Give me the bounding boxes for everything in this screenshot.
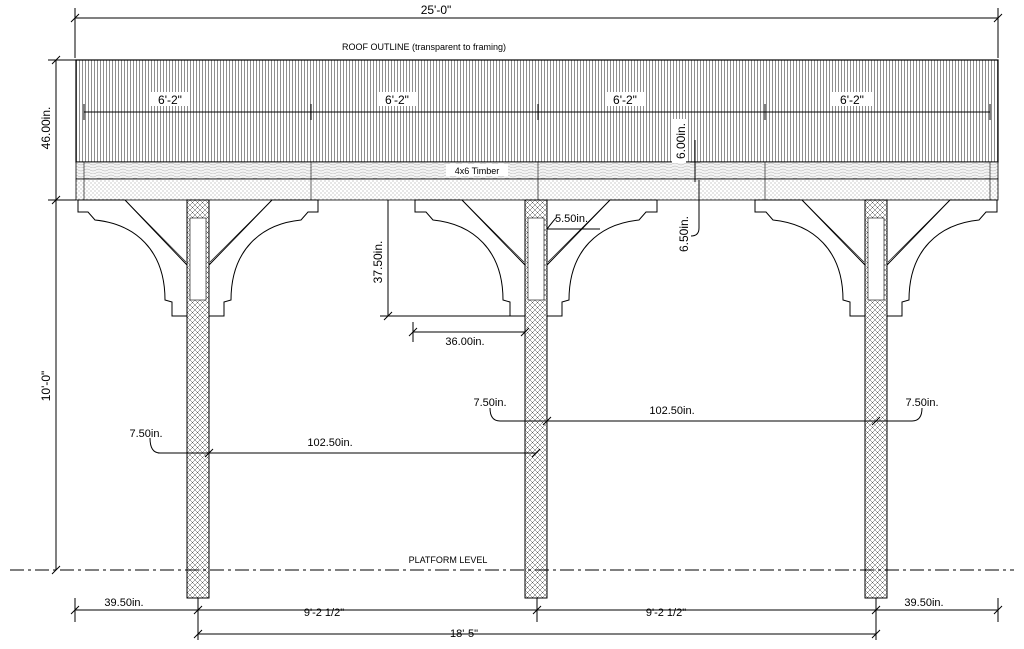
brace-height-label: 37.50in. — [371, 241, 385, 284]
bottom-dimensions: 39.50in. 9'-2 1/2" 9'-2 1/2" 39.50in. 18… — [70, 597, 1003, 640]
right-offset-label: 7.50in. — [905, 397, 938, 409]
rafter-spacing-2: 6'-2" — [385, 93, 409, 107]
mid-offset-label: 7.50in. — [473, 397, 506, 409]
platform-level-label: PLATFORM LEVEL — [409, 555, 488, 565]
rafter-spacing-4: 6'-2" — [840, 93, 864, 107]
platform-level-line: PLATFORM LEVEL — [10, 555, 1014, 571]
roof-outline — [75, 59, 999, 201]
post-center — [524, 199, 548, 599]
post-width-label: 5.50in. — [555, 213, 588, 225]
rafter-divisions — [83, 104, 991, 200]
right-span-label: 102.50in. — [649, 405, 694, 417]
rafter-spacing-3: 6'-2" — [613, 93, 637, 107]
post-left — [186, 199, 210, 599]
left-offset-label: 7.50in. — [129, 428, 162, 440]
rafter-depth-label: 6.00in. — [674, 123, 688, 159]
timber-label: 4x6 Timber — [455, 166, 500, 176]
overall-width-dimension: 25'-0" — [70, 3, 1003, 58]
bay-1-label: 9'-2 1/2" — [304, 607, 344, 619]
rafter-spacing-1: 6'-2" — [158, 93, 182, 107]
bracket-left — [77, 199, 319, 317]
brace-height-dimension: 37.50in. — [371, 200, 525, 321]
rafter-spacing-labels: 6'-2" 6'-2" 6'-2" 6'-2" — [150, 92, 872, 107]
brace-span-dimension: 36.00in. — [408, 322, 530, 348]
post-width-dimension: 5.50in. — [546, 213, 600, 230]
left-overhang-label: 39.50in. — [104, 597, 143, 609]
right-overhang-label: 39.50in. — [904, 597, 943, 609]
beam-depth-dimension: 6.50in. — [677, 180, 700, 252]
total-span-label: 18'-5" — [450, 628, 478, 640]
roof-outline-label: ROOF OUTLINE (transparent to framing) — [342, 42, 506, 52]
post-right — [864, 199, 888, 599]
rafter-depth-dimension: 6.00in. — [672, 119, 700, 182]
brace-span-label: 36.00in. — [445, 336, 484, 348]
bracket-right — [754, 199, 998, 317]
left-span-label: 102.50in. — [307, 437, 352, 449]
bay-2-label: 9'-2 1/2" — [646, 607, 686, 619]
roof-height-label: 46.00in. — [39, 107, 53, 150]
overall-width-label: 25'-0" — [421, 3, 452, 17]
right-span-dimension: 7.50in. 102.50in. 7.50in. — [473, 397, 939, 430]
post-height-dimension: 10'-0" — [39, 200, 61, 575]
beam-depth-label: 6.50in. — [677, 216, 691, 252]
post-height-label: 10'-0" — [39, 371, 53, 402]
roof-height-dimension: 46.00in. — [39, 55, 76, 205]
left-span-dimension: 7.50in. 102.50in. — [129, 428, 541, 458]
bracket-center — [414, 199, 658, 317]
